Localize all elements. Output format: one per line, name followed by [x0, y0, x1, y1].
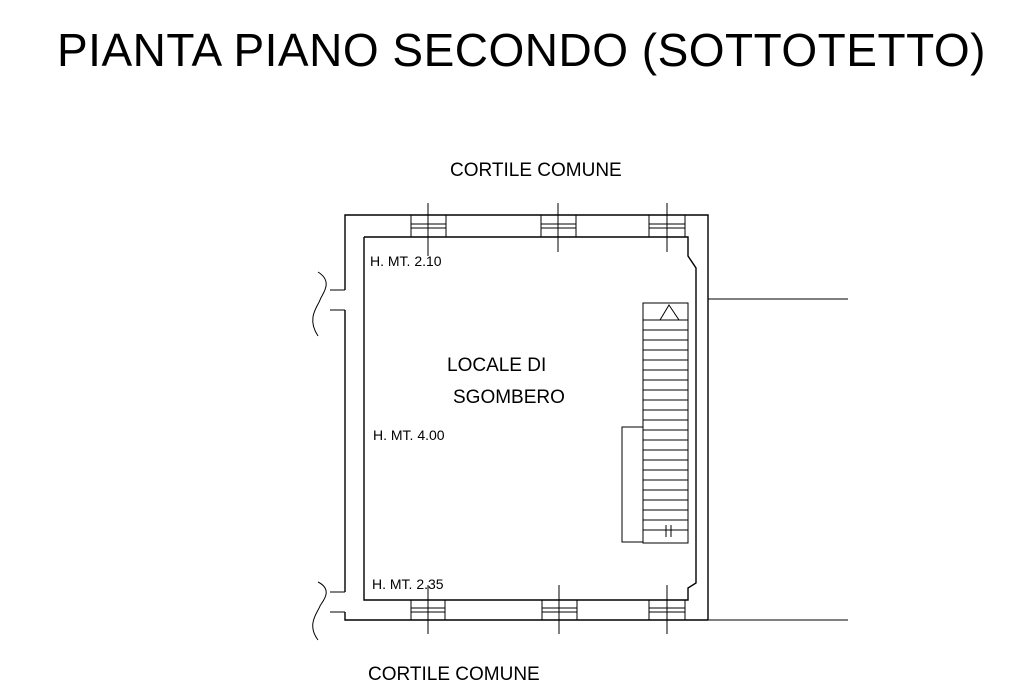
window-top-3 — [648, 203, 686, 252]
stair-treads — [643, 319, 688, 531]
window-top-2 — [540, 203, 577, 252]
left-break-line-upper — [312, 271, 345, 337]
room-name-line1: LOCALE DI — [447, 355, 546, 376]
stair-direction-arrow-icon — [659, 304, 680, 321]
courtyard-label-bottom: CORTILE COMUNE — [368, 664, 540, 682]
interior-wall — [363, 236, 697, 601]
window-bottom-3 — [648, 585, 686, 634]
window-bottom-1 — [410, 585, 446, 634]
plan-title: PIANTA PIANO SECONDO (SOTTOTETTO) — [57, 24, 986, 76]
height-annotation-mid: H. MT. 4.00 — [373, 427, 445, 443]
courtyard-label-top: CORTILE COMUNE — [450, 160, 622, 181]
exterior-wall — [344, 214, 709, 621]
height-annotation-top: H. MT. 2.10 — [370, 253, 442, 269]
window-top-1 — [410, 203, 447, 256]
height-annotation-bottom: H. MT. 2.35 — [372, 576, 444, 592]
left-break-line-lower — [312, 581, 345, 641]
staircase — [642, 302, 689, 544]
stair-landing — [621, 426, 644, 543]
room-name-line2: SGOMBERO — [453, 387, 565, 408]
window-bottom-2 — [541, 585, 578, 634]
